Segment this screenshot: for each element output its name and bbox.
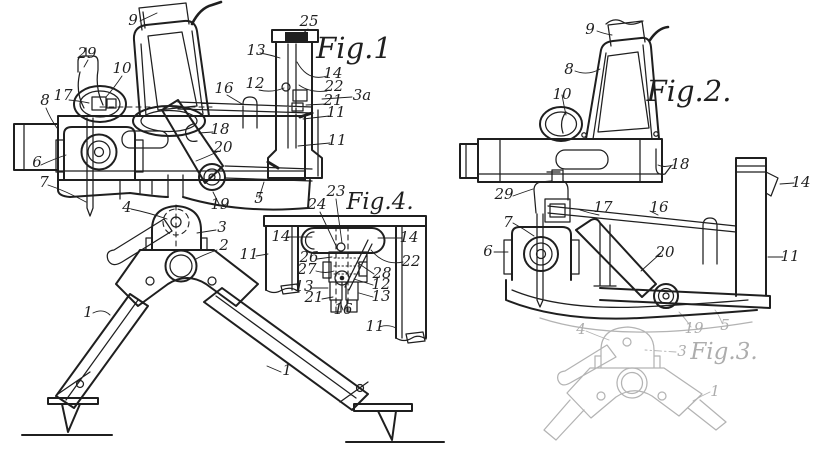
ref-label-22: 22 bbox=[323, 77, 343, 95]
ref-label-1: 1 bbox=[83, 303, 93, 321]
fig4-centerlines bbox=[335, 225, 349, 317]
fig1-grip-butt bbox=[132, 105, 206, 137]
ref-label-24: 24 bbox=[306, 195, 326, 213]
ref-label-4: 4 bbox=[121, 198, 132, 216]
fig1-ejection-port bbox=[121, 130, 169, 149]
ref-label-19: 19 bbox=[210, 195, 230, 213]
fig1-main-outline bbox=[13, 19, 445, 443]
ref-label-13: 13 bbox=[246, 41, 265, 59]
ref-label-10: 10 bbox=[552, 85, 572, 103]
ref-label-16: 16 bbox=[649, 198, 669, 216]
ref-label-11: 11 bbox=[365, 317, 384, 335]
ref-label-28: 28 bbox=[371, 264, 391, 282]
fig1-details bbox=[23, 2, 369, 403]
ref-label-6: 6 bbox=[483, 242, 493, 260]
ref-label-20: 20 bbox=[654, 243, 675, 261]
fig3-art: 4 19 5 3 1 Fig.3. bbox=[539, 309, 758, 441]
ref-label-5: 5 bbox=[720, 316, 730, 334]
ref-label-12: 12 bbox=[245, 74, 264, 92]
fig2-labels: 9 8 10 18 14 29 17 16 76 20 11 bbox=[483, 20, 810, 265]
fig4-leaders bbox=[255, 198, 404, 329]
ref-label-2: 2 bbox=[218, 236, 229, 254]
ref-label-14: 14 bbox=[791, 173, 810, 191]
fig1-cradle-ring bbox=[80, 133, 118, 171]
fig1-lanyard-cable bbox=[190, 0, 223, 26]
ref-label-7: 7 bbox=[503, 213, 513, 231]
fig2-details bbox=[465, 19, 767, 308]
ref-label-27: 27 bbox=[296, 260, 317, 278]
ref-label-17: 17 bbox=[593, 198, 613, 216]
fig2-cradle-ring bbox=[523, 236, 559, 272]
ref-label-19: 19 bbox=[684, 319, 704, 337]
ref-label-5: 5 bbox=[254, 189, 264, 207]
fig2-lever-pivot bbox=[653, 283, 679, 309]
ref-label-9: 9 bbox=[128, 11, 138, 29]
ref-label-13: 13 bbox=[294, 277, 313, 295]
ref-label-29: 29 bbox=[76, 44, 97, 62]
ref-label-14: 14 bbox=[271, 227, 290, 245]
ref-label-13: 13 bbox=[371, 287, 390, 305]
figure-title-3: Fig.3. bbox=[689, 339, 757, 365]
fig1-art bbox=[13, 0, 445, 443]
fig1-trigger-guard bbox=[73, 85, 127, 123]
figure-title-2: Fig.2. bbox=[646, 74, 732, 108]
figure-title-4: Fig.4. bbox=[345, 189, 413, 215]
ref-label-11: 11 bbox=[326, 103, 345, 121]
ref-label-1: 1 bbox=[282, 361, 292, 379]
fig3-leaders bbox=[585, 309, 723, 402]
ref-label-16: 16 bbox=[214, 79, 234, 97]
fig2-post-wedge bbox=[765, 171, 779, 197]
ref-label-18: 18 bbox=[670, 155, 689, 173]
ref-label-3: 3 bbox=[677, 342, 687, 360]
fig2-leaders bbox=[493, 30, 795, 272]
ref-label-14: 14 bbox=[399, 228, 418, 246]
ref-label-21: 21 bbox=[303, 288, 323, 306]
ref-label-23: 23 bbox=[325, 182, 345, 200]
ref-label-17: 17 bbox=[53, 86, 73, 104]
ref-label-18: 18 bbox=[210, 120, 229, 138]
ref-label-11: 11 bbox=[327, 131, 346, 149]
fig1-lever-pivot bbox=[198, 163, 226, 191]
fig2-lanyard-cable bbox=[648, 25, 670, 42]
fig2-trigger-guard bbox=[539, 106, 583, 142]
ref-label-29: 29 bbox=[493, 185, 514, 203]
figure-title-1: Fig.1 bbox=[315, 31, 392, 65]
ref-label-12: 12 bbox=[371, 275, 390, 293]
fig4-art bbox=[255, 198, 427, 344]
fig2-ejection-port bbox=[555, 149, 609, 170]
fig2-art bbox=[459, 19, 795, 320]
ref-label-21: 21 bbox=[322, 91, 342, 109]
ref-label-22: 22 bbox=[400, 252, 420, 270]
fig4-hatch-ends bbox=[280, 283, 426, 344]
fig1-leaders bbox=[40, 12, 353, 373]
ref-label-20: 20 bbox=[212, 138, 233, 156]
ref-label-1: 1 bbox=[710, 382, 720, 400]
ref-label-9: 9 bbox=[585, 20, 595, 38]
fig1-cap-hatch bbox=[285, 32, 308, 41]
fig1-grip-panel bbox=[147, 31, 198, 111]
ref-label-6: 6 bbox=[32, 153, 42, 171]
fig2-grip-panel bbox=[597, 51, 650, 133]
fig3-outline bbox=[539, 317, 753, 441]
ref-label-10: 10 bbox=[112, 59, 132, 77]
ref-label-8: 8 bbox=[564, 60, 574, 78]
ref-label-26: 26 bbox=[298, 248, 319, 266]
ref-label-25: 25 bbox=[298, 12, 318, 30]
ref-label-3a: 3a bbox=[353, 86, 372, 104]
ref-label-4: 4 bbox=[575, 320, 586, 338]
ref-label-11: 11 bbox=[780, 247, 799, 265]
fig4-main-outline bbox=[263, 215, 427, 339]
fig3-labels: 4 19 5 3 1 bbox=[575, 316, 730, 400]
ref-label-8: 8 bbox=[40, 91, 50, 109]
ref-label-7: 7 bbox=[39, 173, 49, 191]
ref-label-14: 14 bbox=[323, 64, 342, 82]
fig1-centerline bbox=[99, 106, 213, 251]
ref-label-3: 3 bbox=[217, 218, 227, 236]
ref-label-16: 16 bbox=[333, 300, 353, 318]
ref-label-11: 11 bbox=[239, 245, 258, 263]
